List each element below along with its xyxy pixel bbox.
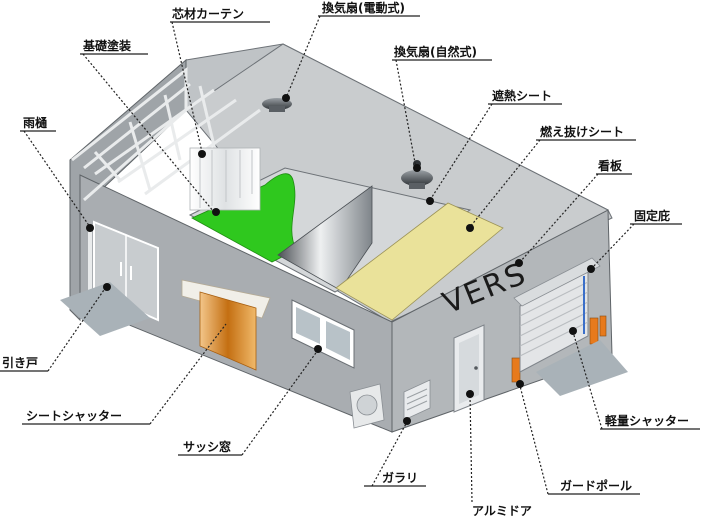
light-shutter	[513, 257, 628, 396]
label-shinzai-curtain: 芯材カーテン	[172, 6, 244, 21]
foundation-coating	[191, 173, 297, 263]
label-kiso-tosou: 基礎塗装	[82, 38, 131, 53]
label-kanki-dendo: 換気扇(電動式)	[322, 0, 405, 15]
label-kanki-shizen: 換気扇(自然式)	[394, 44, 477, 59]
partition-wall	[277, 185, 373, 291]
label-amadoi: 雨樋	[23, 115, 47, 130]
label-koteisho: 固定庇	[634, 208, 670, 223]
core-curtain	[189, 147, 261, 211]
label-aluminum-door: アルミドア	[472, 504, 532, 518]
label-hikido: 引き戸	[2, 356, 38, 370]
building: VERS	[60, 43, 628, 433]
label-garari: ガラリ	[382, 470, 418, 485]
sliding-door	[60, 220, 159, 336]
label-moenuke-sheet: 燃え抜けシート	[540, 124, 624, 139]
label-kanban: 看板	[598, 158, 623, 173]
label-guard-pole: ガードポール	[560, 478, 632, 493]
label-sasshi-mado: サッシ窓	[183, 439, 231, 454]
label-shanetsu-sheet: 遮熱シート	[492, 88, 552, 103]
louver	[403, 379, 431, 421]
roof-truss	[71, 66, 261, 202]
outdoor-unit	[349, 383, 385, 429]
sash-window	[291, 299, 355, 369]
callouts: 芯材カーテン 換気扇(電動式) 基礎塗装 換気扇(自然式) 遮熱シート 雨樋 燃…	[0, 0, 700, 518]
label-sheet-shutter: シートシャッター	[26, 409, 122, 423]
heat-shield-sheet	[335, 202, 504, 321]
aluminum-door	[453, 324, 485, 413]
sheet-shutter	[181, 279, 271, 371]
label-keiryo-shutter: 軽量シャッター	[605, 413, 689, 428]
